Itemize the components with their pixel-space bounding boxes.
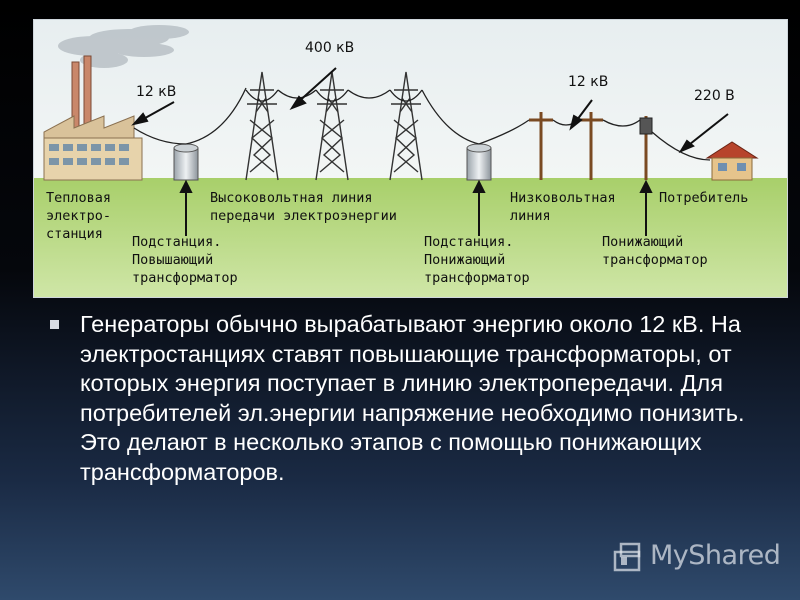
label-hv-line: Высоковольтная линия передачи электроэне… (210, 190, 397, 224)
label-consumer: Потребитель (659, 190, 748, 206)
voltage-label-generator: 12 кВ (136, 84, 176, 100)
step-up-substation (173, 143, 199, 181)
power-plant (43, 55, 143, 181)
step-down-substation (466, 143, 492, 181)
power-transmission-diagram: 400 кВ 12 кВ 12 кВ 220 В Тепловая электр… (33, 19, 788, 298)
label-power-plant: Тепловая электро- станция (46, 190, 119, 242)
label-step-down-transformer: Понижающий трансформатор (602, 234, 708, 268)
myshared-logo-icon (613, 542, 641, 572)
voltage-label-high: 400 кВ (305, 40, 354, 56)
bullet-square-icon (50, 320, 59, 329)
label-step-down-substation: Подстанция. Понижающий трансформатор (424, 234, 530, 286)
watermark: MyShared (612, 538, 787, 578)
ground (34, 178, 787, 297)
bullet-text: Генераторы обычно вырабатывают энергию о… (80, 311, 745, 485)
voltage-label-consumer: 220 В (694, 88, 735, 104)
hv-pylons (245, 71, 423, 181)
smoke (58, 25, 189, 68)
voltage-label-low-line: 12 кВ (568, 74, 608, 90)
lv-poles (529, 112, 603, 180)
power-lines (133, 87, 711, 161)
consumer-house (705, 141, 759, 181)
label-step-up-substation: Подстанция. Повышающий трансформатор (132, 234, 238, 286)
watermark-text: MyShared (650, 540, 781, 571)
pointer-arrows (131, 67, 729, 236)
step-down-transformer-pole (639, 116, 653, 180)
label-lv-line: Низковольтная линия (510, 190, 624, 224)
